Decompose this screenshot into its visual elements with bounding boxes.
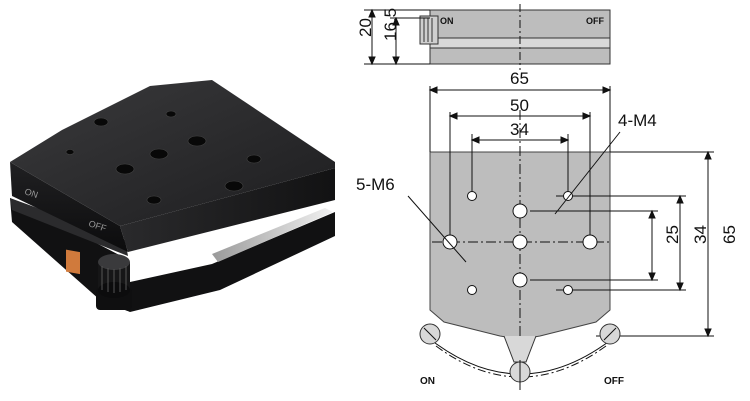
dim-height: 65	[720, 225, 739, 244]
middle-layer	[10, 198, 128, 256]
top-off-label: OFF	[604, 376, 624, 387]
top-face	[10, 80, 335, 226]
side-off-label: OFF	[586, 16, 604, 26]
lock-knob	[96, 254, 132, 310]
photo-on-label: ON	[23, 186, 39, 200]
dim-vert-inner: 25	[663, 225, 682, 244]
top-on-label: ON	[420, 376, 435, 387]
label-m6: 5-M6	[356, 175, 395, 194]
m6-holes	[442, 203, 598, 288]
top-face-holes	[65, 110, 262, 205]
dim-outer-spacing: 50	[510, 96, 529, 115]
m4-holes	[467, 191, 573, 295]
side-on-label: ON	[440, 16, 454, 26]
product-photo: ON OFF	[10, 80, 335, 312]
indicator-mark	[66, 249, 80, 275]
top-view	[407, 86, 714, 392]
base-plate	[10, 198, 335, 312]
dim-vert-outer: 34	[691, 225, 710, 244]
rail-strip	[212, 208, 333, 262]
label-m4: 4-M4	[618, 111, 657, 130]
top-block-right-side	[120, 168, 335, 252]
dim-inner-spacing: 34	[510, 120, 529, 139]
side-view	[364, 4, 611, 70]
dim-width: 65	[510, 69, 529, 88]
dim-total-height: 20	[356, 18, 375, 37]
lever-knobs	[419, 323, 621, 384]
dim-body-height: 16.5	[381, 8, 400, 41]
top-block-left-side	[10, 162, 128, 252]
